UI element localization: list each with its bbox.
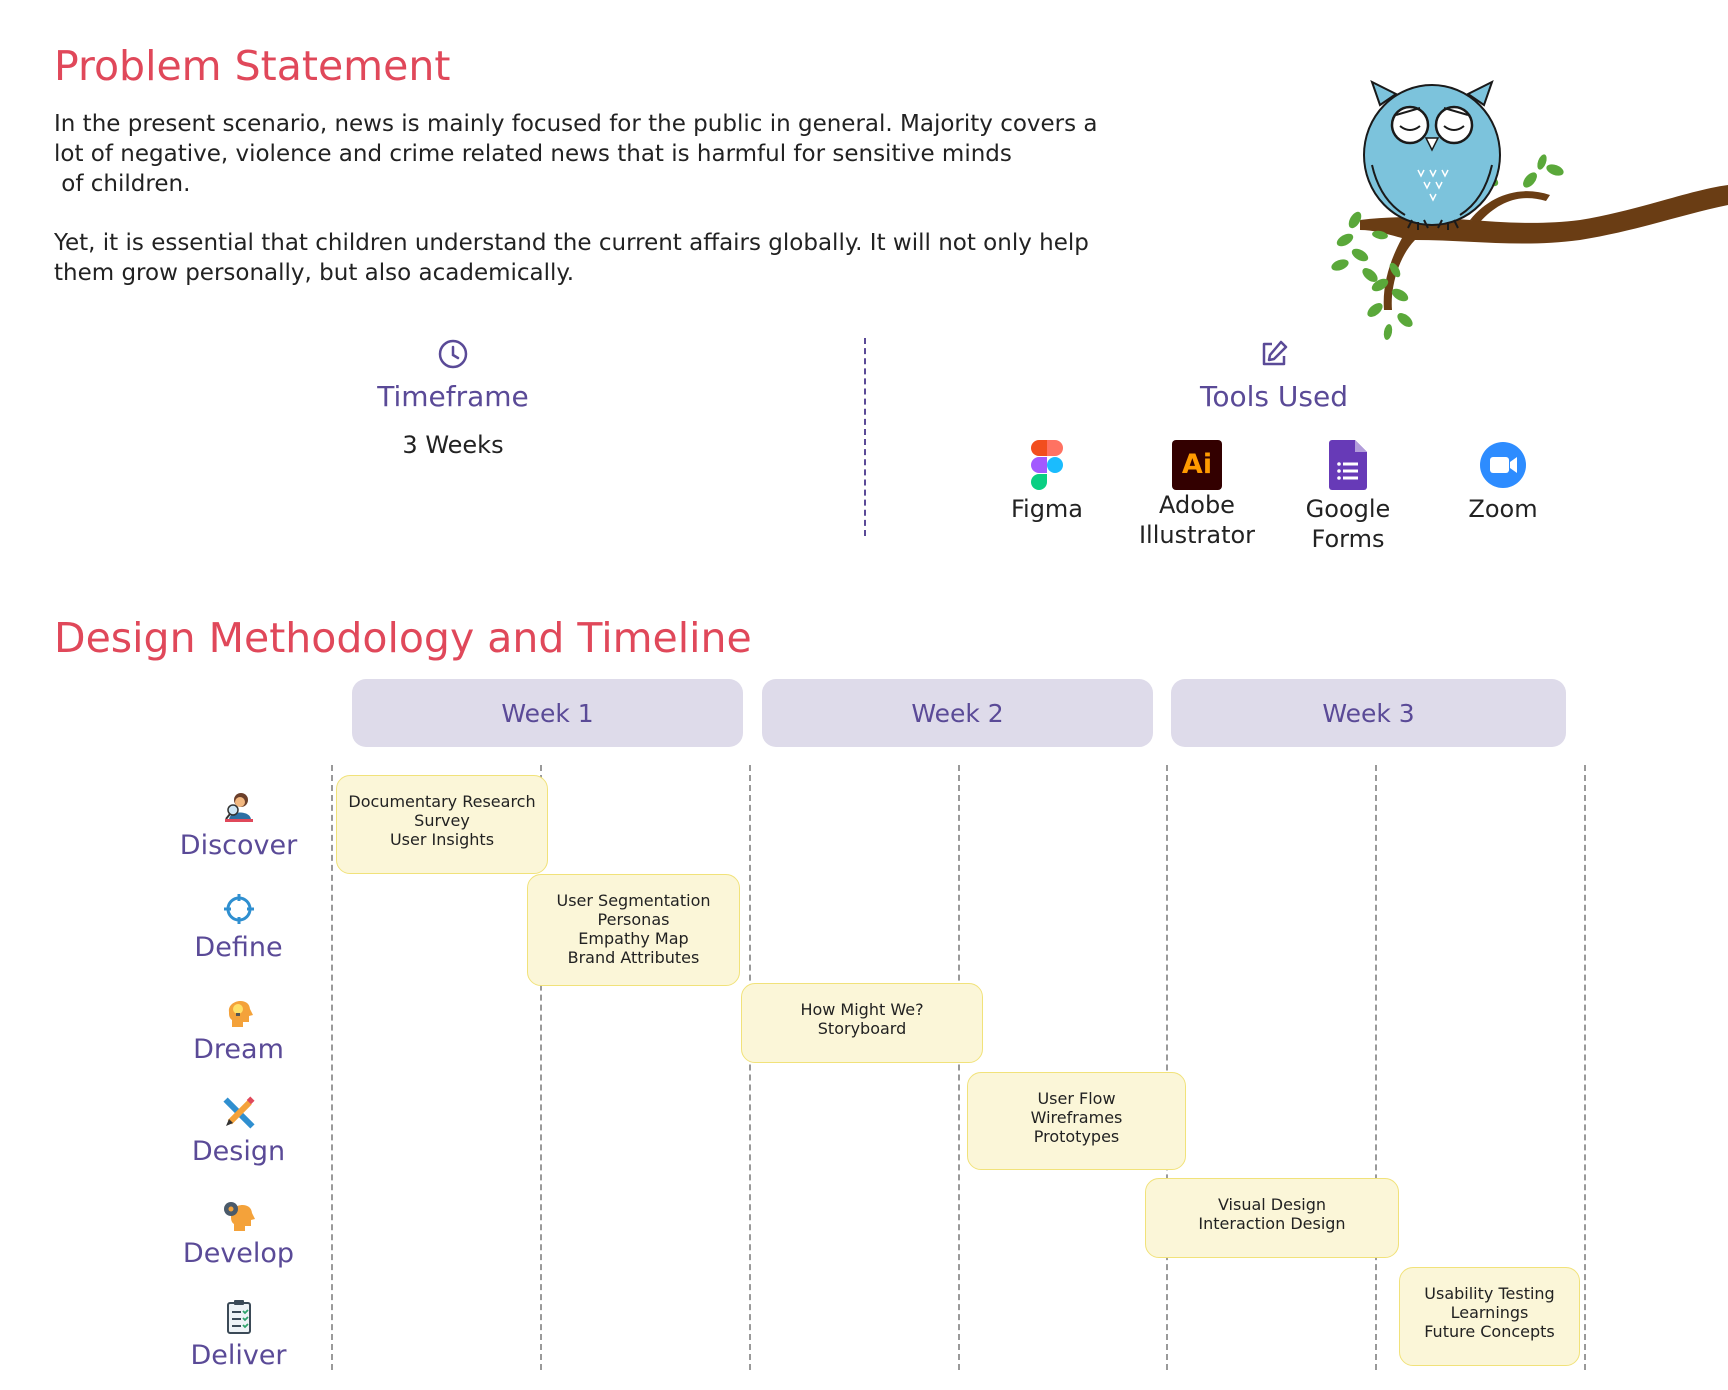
task-item: Brand Attributes — [567, 948, 700, 967]
paragraph-line: Yet, it is essential that children under… — [54, 230, 1089, 256]
phase-label: Define — [194, 932, 283, 963]
zoom-icon — [1480, 442, 1526, 488]
problem-paragraph-1: In the present scenario, news is mainly … — [54, 109, 1174, 199]
clipboard-checklist-icon — [226, 1300, 251, 1334]
task-card-dream: How Might We? Storyboard — [741, 983, 983, 1063]
paragraph-line: lot of negative, violence and crime rela… — [54, 141, 1012, 167]
phase-label: Develop — [182, 1238, 295, 1269]
timeline-gridline — [958, 765, 960, 1370]
task-item: Wireframes — [1030, 1108, 1123, 1127]
task-item: Usability Testing — [1424, 1284, 1555, 1303]
tool-name: Adobe Illustrator — [1138, 491, 1256, 549]
tool-name: Figma — [1010, 495, 1084, 523]
phase-define: Define — [160, 892, 317, 963]
tools-label: Tools Used — [1200, 380, 1348, 413]
task-card-discover: Documentary Research Survey User Insight… — [336, 775, 548, 874]
task-card-develop: Visual Design Interaction Design — [1145, 1178, 1399, 1258]
task-item: Learnings — [1450, 1303, 1529, 1322]
task-item: User Segmentation — [556, 891, 711, 910]
task-card-deliver: Usability Testing Learnings Future Conce… — [1399, 1267, 1580, 1366]
phase-label: Design — [191, 1136, 286, 1167]
phase-label: Deliver — [190, 1340, 287, 1371]
task-item: Visual Design — [1217, 1195, 1327, 1214]
task-item: User Flow — [1037, 1089, 1116, 1108]
week-header: Week 3 — [1171, 679, 1566, 747]
methodology-title: Design Methodology and Timeline — [54, 614, 752, 662]
owl-on-branch-illustration — [1331, 80, 1728, 340]
problem-paragraph-2: Yet, it is essential that children under… — [54, 228, 1174, 288]
gear-head-icon — [223, 1202, 255, 1231]
week-header: Week 1 — [352, 679, 743, 747]
timeline-gridline — [540, 765, 542, 1370]
timeline-gridline — [1375, 765, 1377, 1370]
idea-head-icon — [228, 1000, 253, 1027]
phase-discover: Discover — [160, 790, 317, 861]
tool-zoom: Zoom — [1428, 440, 1578, 524]
task-card-define: User Segmentation Personas Empathy Map B… — [527, 874, 740, 986]
phase-develop: Develop — [160, 1198, 317, 1269]
task-item: Personas — [597, 910, 670, 929]
adobe-illustrator-icon: Ai — [1172, 440, 1222, 490]
paragraph-line: of children. — [54, 171, 191, 197]
edit-icon — [1262, 340, 1288, 366]
clock-icon — [438, 339, 468, 369]
google-forms-icon — [1329, 440, 1367, 490]
paragraph-line: them grow personally, but also academica… — [54, 260, 575, 286]
task-item: Survey — [414, 811, 470, 830]
week-header: Week 2 — [762, 679, 1153, 747]
researcher-icon — [224, 793, 253, 822]
timeline-gridline — [749, 765, 751, 1370]
tool-name: Zoom — [1468, 495, 1538, 523]
phase-design: Design — [160, 1096, 317, 1167]
task-item: Documentary Research — [348, 792, 536, 811]
task-item: Interaction Design — [1198, 1214, 1346, 1233]
timeframe-section: Timeframe 3 Weeks — [353, 338, 553, 459]
tool-google-forms: Google Forms — [1273, 440, 1423, 554]
phase-label: Discover — [179, 830, 298, 861]
problem-statement-title: Problem Statement — [54, 42, 451, 90]
phase-label: Dream — [193, 1034, 284, 1065]
pencil-ruler-icon — [222, 1096, 255, 1129]
task-item: User Insights — [389, 830, 495, 849]
timeline-gridline — [331, 765, 333, 1370]
tool-name: Google Forms — [1305, 495, 1391, 553]
figma-icon — [1031, 440, 1063, 490]
section-divider — [864, 338, 866, 536]
target-icon — [223, 894, 254, 924]
tool-adobe-illustrator: Ai Adobe Illustrator — [1122, 440, 1272, 550]
timeframe-label: Timeframe — [377, 380, 529, 413]
phase-deliver: Deliver — [160, 1300, 317, 1371]
paragraph-line: In the present scenario, news is mainly … — [54, 111, 1098, 137]
task-item: Prototypes — [1033, 1127, 1120, 1146]
task-item: Storyboard — [817, 1019, 907, 1038]
timeline-gridline — [1584, 765, 1586, 1370]
task-item: Empathy Map — [578, 929, 689, 948]
task-item: Future Concepts — [1424, 1322, 1555, 1341]
tools-section-header: Tools Used — [1174, 338, 1374, 413]
timeframe-value: 3 Weeks — [402, 431, 504, 459]
timeline-gridline — [1166, 765, 1168, 1370]
task-item: How Might We? — [800, 1000, 924, 1019]
tool-figma: Figma — [972, 440, 1122, 524]
task-card-design: User Flow Wireframes Prototypes — [967, 1072, 1186, 1170]
phase-dream: Dream — [160, 994, 317, 1065]
